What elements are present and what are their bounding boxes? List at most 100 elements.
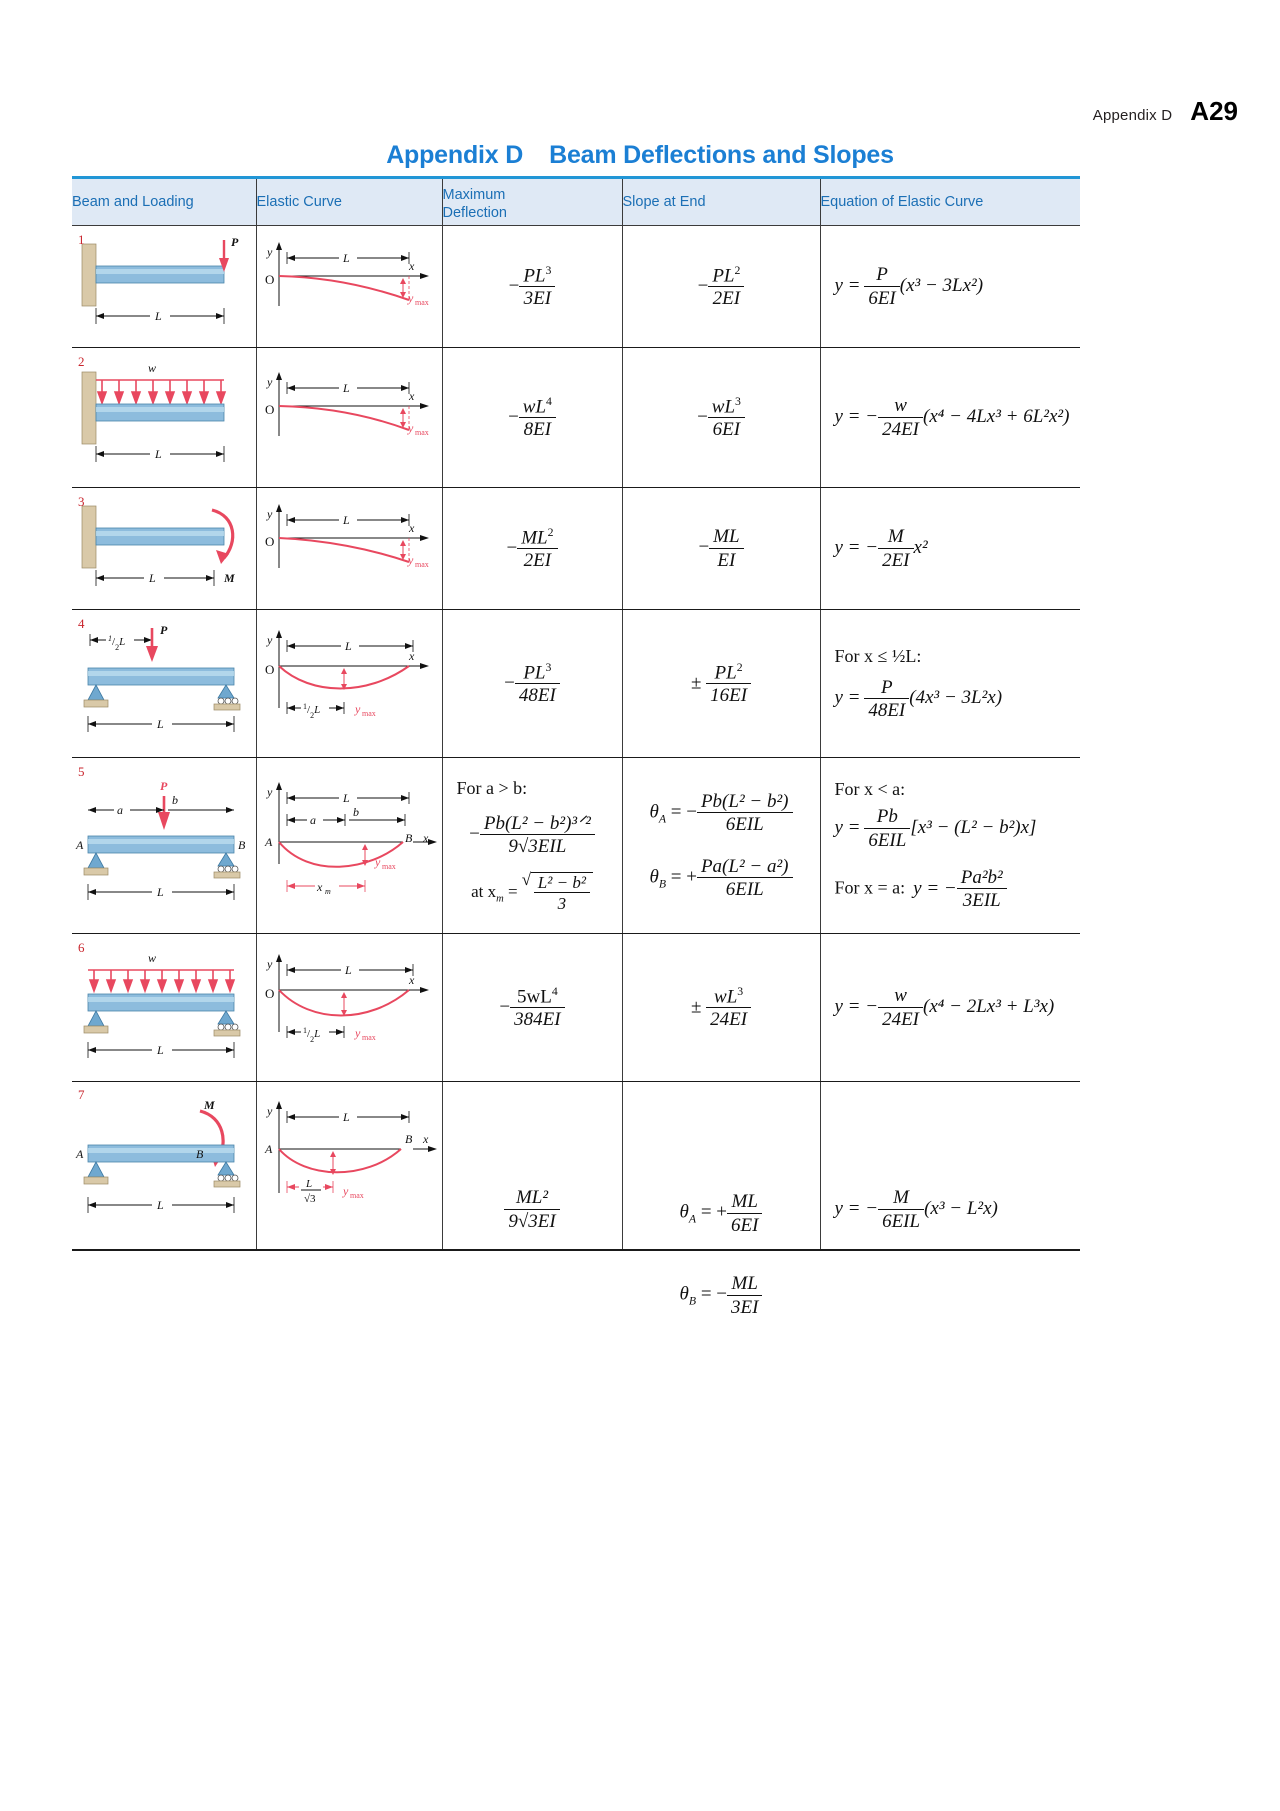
- equals: =: [507, 881, 518, 901]
- denominator: 24EI: [878, 1006, 924, 1030]
- numerator: PL: [523, 264, 546, 286]
- svg-text:√3: √3: [304, 1193, 316, 1205]
- beam-loading-diagram-6: w: [83, 951, 241, 1058]
- col-header-slope-at-end: Slope at End: [621, 176, 820, 226]
- col-header-elastic-curve: Elastic Curve: [255, 176, 442, 226]
- numerator: Pb(L² − b²): [700, 790, 789, 812]
- max-deflection-condition: For a > b:: [456, 778, 528, 799]
- theta-symbol: θ: [649, 866, 659, 888]
- svg-text:L: L: [342, 513, 350, 527]
- table-header-row: Beam and Loading Elastic Curve Maximum D…: [72, 176, 1080, 226]
- max-def-at-prefix: at x: [471, 881, 497, 901]
- cell-elastic-curve: y L a b B x A: [255, 757, 442, 934]
- equation-lhs: y =: [834, 687, 861, 709]
- svg-text:y: y: [354, 702, 361, 716]
- svg-text:O: O: [265, 534, 274, 549]
- col-header-maximum-deflection: Maximum Deflection: [441, 176, 622, 226]
- sign: −: [469, 823, 480, 845]
- numerator: ML: [521, 526, 548, 548]
- cell-beam-and-loading: 6 w: [72, 933, 256, 1082]
- sign: −: [698, 536, 710, 558]
- table-row: 5 P a b A B: [72, 757, 1080, 934]
- numerator: w: [894, 985, 907, 1007]
- slope-A: θA = −Pb(L² − b²)6EIL: [649, 790, 793, 836]
- elastic-curve-diagram-4: y O L x: [265, 629, 429, 719]
- numerator-exponent: 2: [736, 660, 743, 674]
- denominator: 6EIL: [864, 827, 911, 851]
- svg-text:L: L: [342, 251, 350, 265]
- svg-text:max: max: [362, 1033, 376, 1042]
- col-header-label: Equation of Elastic Curve: [820, 193, 984, 210]
- denominator: 6EIL: [696, 812, 793, 835]
- svg-text:M: M: [203, 1098, 215, 1112]
- col-header-label: Elastic Curve: [256, 193, 342, 210]
- slope-values: θA = −Pb(L² − b²)6EIL θB = +Pa(L² − a²)6…: [623, 791, 820, 900]
- table-row: 7 M A B: [72, 1081, 1080, 1318]
- svg-text:O: O: [265, 662, 274, 677]
- svg-text:x: x: [408, 259, 415, 273]
- numerator: M: [887, 526, 904, 548]
- svg-text:L: L: [344, 963, 352, 977]
- col-header-equation-of-elastic-curve: Equation of Elastic Curve: [819, 176, 1080, 226]
- equation-lhs: y = −: [834, 995, 879, 1017]
- svg-text:max: max: [382, 862, 396, 871]
- numerator: ML: [731, 1273, 758, 1295]
- cell-elastic-curve: y O L x y max: [255, 347, 442, 488]
- denominator: EI: [709, 547, 744, 571]
- cell-elastic-curve: y L A B x: [255, 1081, 442, 1251]
- running-head-label: Appendix D: [1092, 107, 1173, 124]
- beam-loading-diagram-3: M L: [81, 505, 235, 586]
- denominator: 48EI: [864, 698, 910, 721]
- numerator-exponent: 3: [545, 660, 552, 674]
- cell-beam-and-loading: 5 P a b A B: [72, 757, 256, 934]
- svg-text:L: L: [342, 1110, 350, 1124]
- numerator-exponent: 4: [551, 984, 558, 998]
- numerator: Pb(L² − b²)³ᐟ²: [483, 813, 591, 835]
- svg-text:B: B: [405, 1132, 413, 1146]
- svg-text:B: B: [196, 1147, 204, 1161]
- numerator: PL: [712, 264, 735, 286]
- elastic-curve-diagram-1: y O L x y max: [265, 241, 429, 307]
- col-header-line1: Maximum: [442, 186, 506, 203]
- denominator: 24EI: [706, 1007, 752, 1030]
- numerator: Pb: [876, 806, 898, 828]
- svg-text:L: L: [344, 639, 352, 653]
- sign: ±: [690, 995, 702, 1017]
- subscript: B: [688, 1294, 697, 1308]
- title-appendix-label: Appendix D: [386, 141, 524, 169]
- svg-text:O: O: [265, 402, 274, 417]
- svg-text:m: m: [325, 887, 331, 896]
- svg-text:x: x: [422, 1132, 429, 1146]
- cell-beam-and-loading: 7 M A B: [72, 1081, 256, 1251]
- row-number: 1: [78, 231, 85, 247]
- denominator: 3EIL: [956, 888, 1007, 911]
- svg-text:L: L: [156, 1198, 164, 1212]
- svg-text:A: A: [75, 838, 84, 852]
- denominator: 16EI: [706, 683, 752, 706]
- table-row: 6 w: [72, 933, 1081, 1082]
- svg-text:1/2L: 1/2L: [303, 1025, 320, 1043]
- equation-lhs: y =: [834, 817, 861, 839]
- equation-tail: (4x³ − 3L²x): [909, 687, 1003, 709]
- svg-text:x: x: [422, 831, 429, 845]
- sign: −: [504, 671, 515, 693]
- svg-text:L: L: [156, 1043, 164, 1057]
- numerator: Pa²b²: [960, 867, 1003, 888]
- denominator: 8EI: [518, 417, 556, 440]
- svg-text:y: y: [266, 1104, 273, 1118]
- svg-text:x: x: [408, 649, 415, 663]
- theta-symbol: θ: [649, 801, 659, 823]
- svg-text:P: P: [160, 623, 168, 637]
